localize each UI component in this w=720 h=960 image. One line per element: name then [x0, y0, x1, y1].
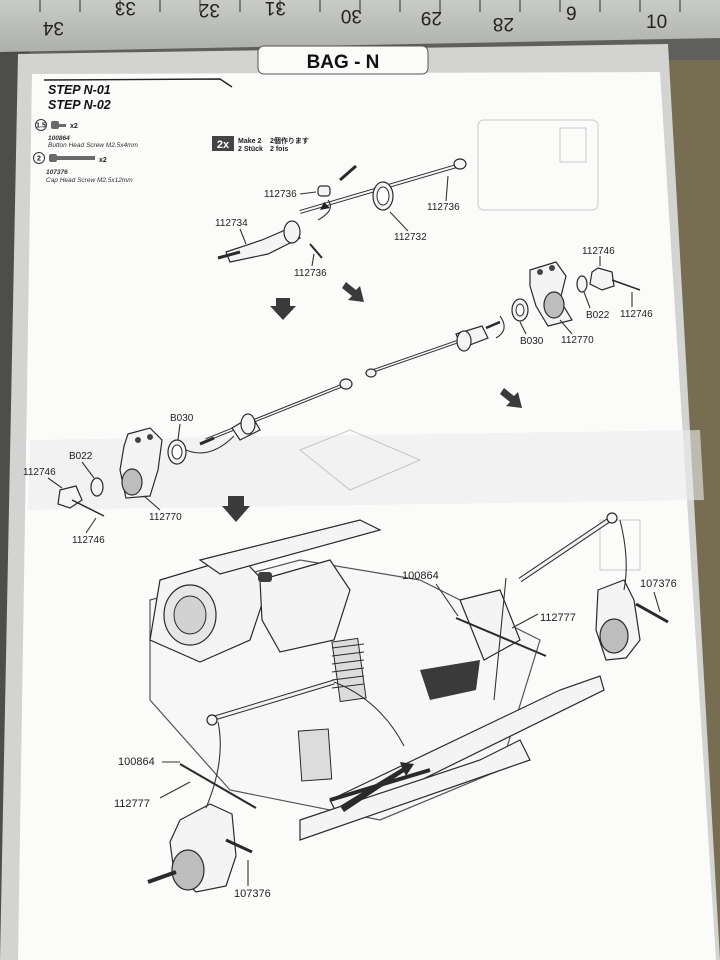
part-number-label: 112770 [561, 335, 594, 346]
background-watermark-graphic [299, 119, 641, 571]
part-number-label: 107376 [640, 578, 677, 590]
hardware-qty: x2 [70, 123, 78, 130]
part-number-label: 112734 [215, 218, 248, 229]
ruler-number: 9 [566, 4, 577, 25]
part-number-label: B030 [170, 413, 194, 424]
tool-size-icon [33, 152, 45, 164]
part-number-label: 112746 [582, 246, 615, 257]
arrow-icon [270, 298, 296, 320]
ruler-number: 34 [42, 17, 64, 38]
screw-icon [51, 121, 59, 129]
hardware-list: 1.5 x2 100864 Button Head Screw M2.5x4mm… [33, 119, 139, 184]
chassis-rear-assembly: 100864 112777 107376 100864 112777 10737… [114, 512, 677, 900]
part-number-label: 112732 [394, 232, 427, 243]
make-line-jp: 2個作ります [270, 136, 309, 145]
make-badge-text: 2x [217, 139, 230, 151]
hardware-qty: x2 [99, 157, 107, 164]
part-number-label: 100864 [118, 756, 155, 768]
part-number-label: 112777 [540, 612, 576, 624]
make-line-2: 2 Stück [238, 146, 263, 153]
part-number-label: 107376 [234, 888, 271, 900]
make-line-1: Make 2 [238, 138, 261, 145]
part-number-label: 112736 [427, 202, 460, 213]
screw-icon [49, 154, 57, 162]
ruler-number: 32 [199, 0, 220, 20]
hardware-icon-text: 1.5 [36, 123, 46, 130]
part-number-label: B022 [586, 310, 610, 321]
part-number-label: 112777 [114, 798, 150, 810]
part-number-label: 112746 [72, 535, 105, 546]
hardware-desc: Cap Head Screw M2.5x12mm [46, 177, 133, 184]
part-number-label: B022 [69, 451, 93, 462]
ruler-number: 10 [646, 12, 667, 33]
ruler-number: 28 [493, 13, 514, 34]
hardware-part-no: 107376 [46, 169, 68, 176]
hub-assembly-left: B030 B022 112746 112770 112746 [23, 378, 353, 546]
make-line-3: 2 fois [270, 146, 288, 153]
step-title-2: STEP N-02 [48, 98, 111, 112]
part-number-label: 112736 [294, 268, 327, 279]
bag-label-tab: BAG - N [257, 45, 429, 75]
bag-label: BAG - N [307, 52, 380, 73]
part-number-label: 112746 [620, 309, 653, 320]
ruler-number: 31 [265, 0, 286, 18]
make-count-badge [212, 136, 234, 151]
ruler-number: 33 [115, 0, 136, 18]
arrow-icon [342, 282, 364, 302]
ruler-number: 29 [421, 7, 442, 28]
part-number-label: 112746 [23, 467, 56, 478]
arrow-icon [222, 496, 250, 522]
ruler-number: 30 [341, 5, 362, 26]
part-number-label: 112736 [264, 189, 297, 200]
direction-arrows [222, 282, 522, 522]
hardware-desc: Button Head Screw M2.5x4mm [48, 142, 139, 149]
part-number-label: 100864 [402, 570, 439, 582]
step-title-1: STEP N-01 [48, 83, 111, 97]
part-number-label: B030 [520, 336, 544, 347]
part-number-label: 112770 [149, 512, 182, 523]
driveshaft-assembly-top: 112736 112736 112734 112736 112732 [215, 158, 467, 279]
arrow-icon [500, 388, 522, 408]
step-header: STEP N-01 STEP N-02 [43, 78, 233, 112]
hardware-icon-text: 2 [37, 156, 41, 163]
hardware-part-no: 100864 [48, 135, 70, 142]
make-two-note: 2x Make 2 2個作ります 2 Stück 2 fois [212, 136, 309, 153]
measuring-ruler: 34 33 32 31 30 29 28 9 10 [0, 0, 720, 52]
tool-size-icon [35, 119, 47, 131]
hub-assembly-right: 112746 112746 B022 B030 112770 [365, 246, 653, 378]
